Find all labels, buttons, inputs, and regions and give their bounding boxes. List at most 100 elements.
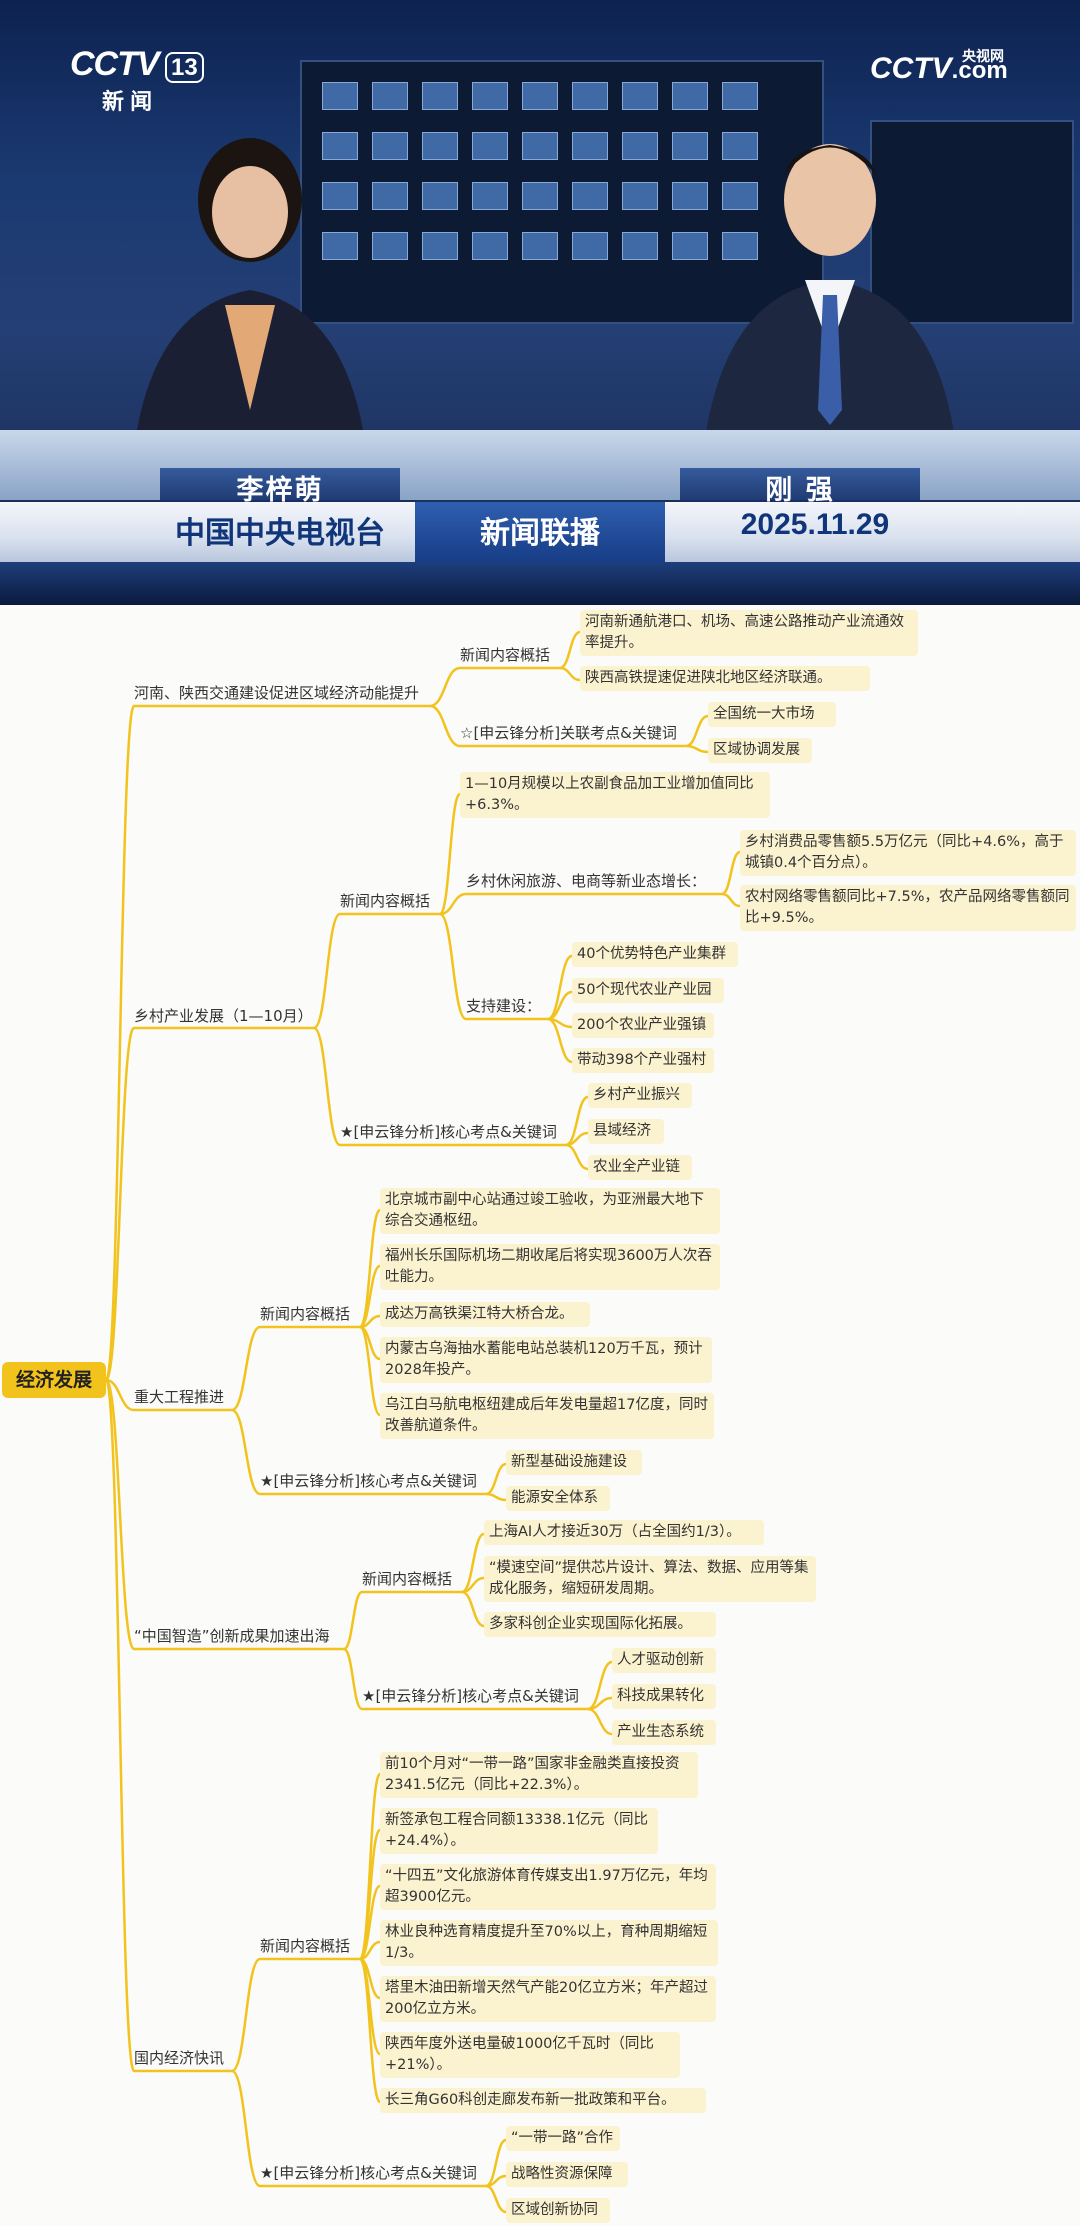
news-item: 乌江白马航电枢纽建成后年发电量超17亿度，同时改善航道条件。 bbox=[380, 1393, 714, 1439]
section-title[interactable]: 重大工程推进 bbox=[134, 1388, 225, 1406]
connector-line bbox=[721, 892, 741, 908]
news-summary-label[interactable]: 新闻内容概括 bbox=[460, 646, 551, 664]
analysis-label[interactable]: ☆[申云锋分析]关联考点&关键词 bbox=[460, 724, 677, 742]
keyword-item: 新型基础设施建设 bbox=[506, 1450, 642, 1475]
section-title[interactable]: 乡村产业发展（1—10月） bbox=[134, 1007, 313, 1025]
support-label[interactable]: 支持建设： bbox=[466, 997, 542, 1015]
connector-line bbox=[359, 1884, 381, 1961]
support-item: 50个现代农业产业园 bbox=[572, 978, 724, 1003]
connector-line bbox=[359, 1940, 381, 1961]
support-item: 带动398个产业强村 bbox=[572, 1048, 714, 1073]
keyword-item: 科技成果转化 bbox=[612, 1684, 716, 1709]
channel-name: 新 闻 bbox=[102, 89, 153, 114]
news-summary-label[interactable]: 新闻内容概括 bbox=[260, 1305, 351, 1323]
connector-line bbox=[358, 1208, 382, 1329]
connector-line bbox=[104, 1378, 136, 2073]
broadcast-date: 2025.11.29 bbox=[740, 508, 890, 541]
connector-line bbox=[105, 1378, 135, 1412]
connector-line bbox=[587, 1707, 613, 1736]
analysis-label[interactable]: ★[申云锋分析]核心考点&关键词 bbox=[362, 1687, 579, 1705]
connector-line bbox=[429, 666, 461, 708]
keyword-item: 乡村产业振兴 bbox=[588, 1083, 692, 1108]
connector-line bbox=[685, 714, 709, 748]
keyword-item: 战略性资源保障 bbox=[506, 2162, 628, 2187]
keyword-item: “一带一路”合作 bbox=[506, 2126, 620, 2151]
keyword-item: 区域创新协同 bbox=[506, 2198, 610, 2223]
connector-line bbox=[312, 1026, 342, 1147]
news-item: 长三角G60科创走廊发布新一批政策和平台。 bbox=[380, 2088, 706, 2113]
section-title[interactable]: “中国智造”创新成果加速出海 bbox=[134, 1627, 330, 1645]
news-item: “十四五”文化旅游体育传媒支出1.97万亿元，年均超3900亿元。 bbox=[380, 1864, 716, 1910]
connector-line bbox=[439, 892, 467, 916]
connector-line bbox=[429, 704, 461, 748]
connector-line bbox=[485, 2174, 507, 2188]
news-item: 林业良种选育精度提升至70%以上，育种周期缩短1/3。 bbox=[380, 1920, 718, 1966]
connector-line bbox=[358, 1828, 382, 1961]
connector-line bbox=[358, 1772, 382, 1961]
news-item: 陕西高铁提速促进陕北地区经济联通。 bbox=[580, 666, 870, 691]
connector-line bbox=[547, 954, 573, 1021]
news-item: 1—10月规模以上农副食品加工业增加值同比+6.3%。 bbox=[460, 772, 770, 818]
rural-growth-label[interactable]: 乡村休闲旅游、电商等新业态增长： bbox=[466, 872, 707, 890]
connector-line bbox=[565, 1131, 589, 1147]
mindmap-root[interactable]: 经济发展 bbox=[2, 1362, 106, 1398]
site-name: 央视网 bbox=[962, 48, 1004, 64]
news-item: 多家科创企业实现国际化拓展。 bbox=[484, 1612, 716, 1637]
connector-line bbox=[438, 792, 462, 916]
keyword-item: 县域经济 bbox=[588, 1119, 664, 1144]
keyword-item: 全国统一大市场 bbox=[708, 702, 836, 727]
channel-number: 13 bbox=[165, 52, 204, 83]
connector-line bbox=[547, 1017, 573, 1029]
keyword-item: 能源安全体系 bbox=[506, 1486, 610, 1511]
anchor-left-name: 李梓萌 bbox=[160, 468, 400, 506]
cctv13-logo-text: CCTV bbox=[70, 45, 160, 83]
news-item: 塔里木油田新增天然气产能20亿立方米；年产超过200亿立方米。 bbox=[380, 1976, 716, 2022]
site-domain: .com bbox=[951, 57, 1008, 84]
connector-line bbox=[587, 1696, 613, 1711]
news-summary-label[interactable]: 新闻内容概括 bbox=[260, 1937, 351, 1955]
support-item: 200个农业产业强镇 bbox=[572, 1013, 714, 1038]
news-item: “模速空间”提供芯片设计、算法、数据、应用等集成化服务，缩短研发周期。 bbox=[484, 1556, 816, 1602]
news-item: 福州长乐国际机场二期收尾后将实现3600万人次吞吐能力。 bbox=[380, 1244, 720, 1290]
connector-line bbox=[342, 1647, 364, 1711]
analysis-label[interactable]: ★[申云锋分析]核心考点&关键词 bbox=[260, 1472, 477, 1490]
connector-line bbox=[439, 912, 467, 1021]
connector-line bbox=[231, 1408, 261, 1496]
analysis-label[interactable]: ★[申云锋分析]核心考点&关键词 bbox=[340, 1123, 557, 1141]
keyword-item: 产业生态系统 bbox=[612, 1720, 716, 1745]
rural-item: 乡村消费品零售额5.5万亿元（同比+4.6%，高于城镇0.4个百分点）。 bbox=[740, 830, 1076, 876]
keyword-item: 区域协调发展 bbox=[708, 738, 812, 763]
connector-line bbox=[559, 630, 581, 670]
analysis-label[interactable]: ★[申云锋分析]核心考点&关键词 bbox=[260, 2164, 477, 2182]
connector-line bbox=[343, 1590, 363, 1651]
news-item: 河南新通航港口、机场、高速公路推动产业流通效率提升。 bbox=[580, 610, 918, 656]
news-summary-label[interactable]: 新闻内容概括 bbox=[340, 892, 431, 910]
connector-line bbox=[359, 1314, 381, 1329]
section-title[interactable]: 河南、陕西交通建设促进区域经济动能提升 bbox=[134, 684, 420, 702]
connector-line bbox=[313, 912, 341, 1030]
connector-line bbox=[461, 1590, 485, 1628]
connector-line bbox=[587, 1660, 613, 1711]
connector-line bbox=[358, 1325, 382, 1417]
connector-line bbox=[359, 1957, 381, 2000]
news-item: 前10个月对“一带一路”国家非金融类直接投资2341.5亿元（同比+22.3%）… bbox=[380, 1752, 698, 1798]
connector-line bbox=[461, 1576, 485, 1594]
connector-line bbox=[358, 1957, 382, 2056]
connector-line bbox=[231, 1325, 261, 1412]
connector-line bbox=[721, 850, 741, 896]
news-summary-label[interactable]: 新闻内容概括 bbox=[362, 1570, 453, 1588]
connector-line bbox=[565, 1143, 589, 1171]
connector-line bbox=[231, 1957, 261, 2073]
connector-line bbox=[231, 2069, 261, 2188]
rural-item: 农村网络零售额同比+7.5%，农产品网络零售额同比+9.5%。 bbox=[740, 885, 1076, 931]
news-item: 成达万高铁渠江特大桥合龙。 bbox=[380, 1302, 590, 1327]
section-title[interactable]: 国内经济快讯 bbox=[134, 2049, 225, 2067]
site-logo-text: CCTV bbox=[870, 52, 952, 85]
broadcast-frame: CCTV 13 新 闻 CCTV.com 央视网 李梓萌 刚 强 中国中央电视台… bbox=[0, 0, 1080, 605]
cctv13-logo: CCTV 13 新 闻 bbox=[70, 45, 204, 116]
connector-line bbox=[104, 704, 136, 1382]
connector-line bbox=[104, 1378, 136, 1651]
connector-line bbox=[547, 990, 573, 1021]
connector-line bbox=[359, 1325, 381, 1361]
news-item: 新签承包工程合同额13338.1亿元（同比+24.4%）。 bbox=[380, 1808, 658, 1854]
